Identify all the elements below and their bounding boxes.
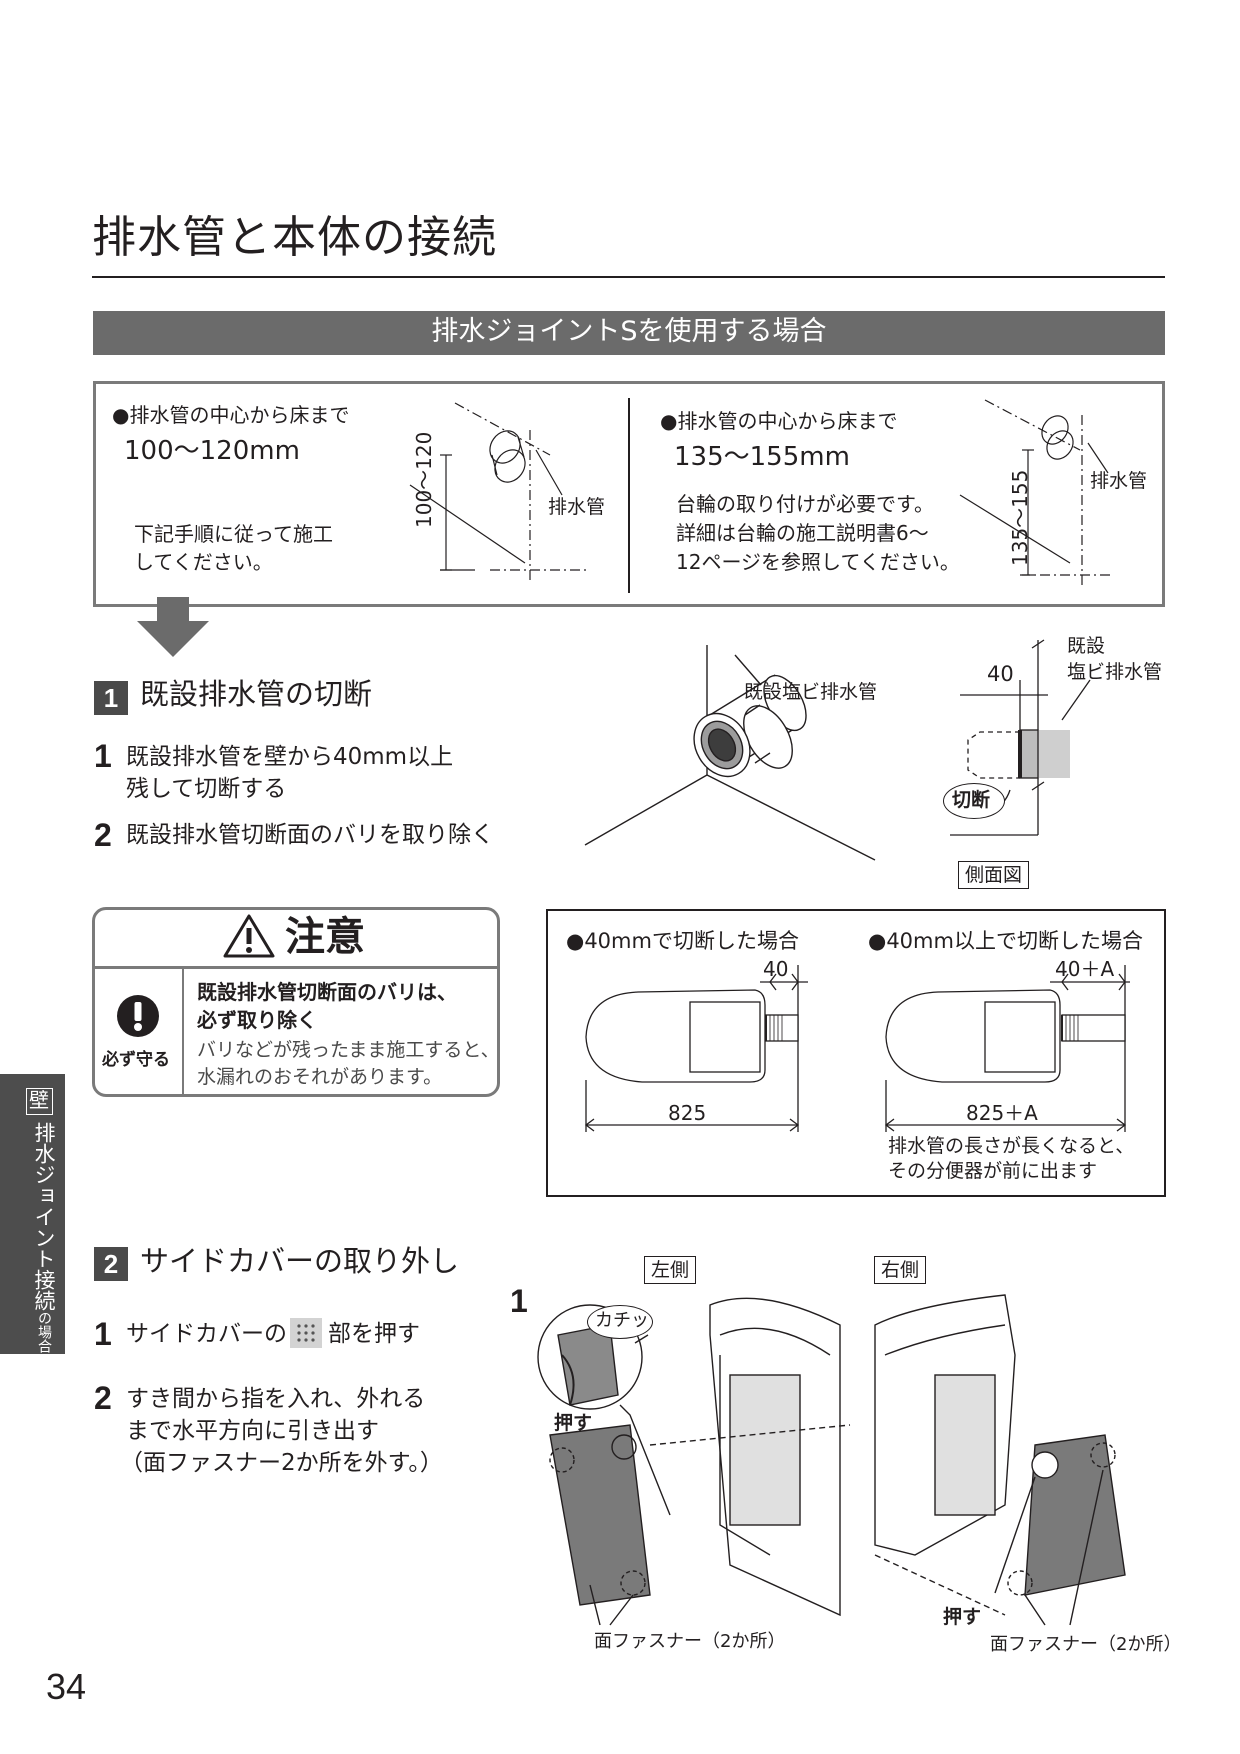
cases-box <box>93 381 1165 607</box>
step1-item2-num: 2 <box>94 817 112 853</box>
caution-header-divider <box>95 966 497 969</box>
side-view-figure <box>950 639 1091 836</box>
caution-bold-2: 必ず取り除く <box>197 1008 317 1032</box>
case-right-range: 135〜155mm <box>674 442 850 472</box>
fastener-left-label: 面ファスナー（2か所） <box>594 1631 786 1652</box>
existing-pipe-label: 既設塩ビ排水管 <box>744 681 878 703</box>
cut-label: 切断 <box>952 789 991 811</box>
page-number: 34 <box>46 1666 87 1707</box>
side-tab <box>0 1074 65 1354</box>
cut-label-bubble <box>943 783 1005 819</box>
caution-title: 注意 <box>285 914 365 960</box>
cases-divider <box>628 398 630 593</box>
side-tab-box-char: 壁 <box>29 1088 49 1112</box>
compare-left-title: ●40mmで切断した場合 <box>566 929 799 953</box>
caution-bold-1: 既設排水管切断面のバリは、 <box>197 980 457 1004</box>
side-view-dim: 40 <box>987 662 1014 686</box>
step2-title: サイドカバーの取り外し <box>140 1244 460 1278</box>
section-banner-text: 排水ジョイントSを使用する場合 <box>431 316 827 347</box>
case-right-label: ●排水管の中心から床まで <box>660 409 898 433</box>
side-tab-main-text: 排水ジョイント接続 <box>32 1122 56 1311</box>
step1-item1-line1: 既設排水管を壁から40mm以上 <box>126 744 454 770</box>
case-left-label: ●排水管の中心から床まで <box>112 403 350 427</box>
fastener-right-label: 面ファスナー（2か所） <box>990 1634 1182 1655</box>
caution-box <box>92 907 500 1097</box>
case-left-pipe-label: 排水管 <box>548 496 606 518</box>
step2-badge: 2 <box>94 1247 128 1281</box>
step1-item1-num: 1 <box>94 738 112 774</box>
step1-item1-line2: 残して切断する <box>126 776 287 802</box>
compare-right-title: ●40mm以上で切断した場合 <box>868 929 1143 953</box>
side-cover-left-figure <box>537 1297 851 1626</box>
compare-note-2: その分便器が前に出ます <box>888 1160 1098 1182</box>
existing-pipe-figure <box>584 645 876 861</box>
step1-title: 既設排水管の切断 <box>140 677 373 711</box>
side-view-label: 側面図 <box>958 861 1030 889</box>
case-left-note-1: 下記手順に従って施工 <box>134 522 333 546</box>
compare-left-dim-top: 40 <box>763 957 789 981</box>
case-left-note-2: してください。 <box>134 550 273 574</box>
warning-triangle-icon <box>223 914 275 958</box>
step2-item2-num: 2 <box>94 1380 112 1416</box>
toilet-figure-left <box>584 965 808 1132</box>
caution-col-divider <box>182 969 184 1094</box>
step2-item2-line1: すき間から指を入れ、外れる <box>126 1386 426 1412</box>
side-cover-right-figure <box>874 1294 1126 1626</box>
case-right-note-3: 12ページを参照してください。 <box>676 550 960 574</box>
mandatory-icon <box>117 995 159 1037</box>
section-banner <box>93 311 1165 355</box>
step2-item1-suffix: 部を押す <box>328 1321 420 1347</box>
step2-item2-line2: まで水平方向に引き出す <box>126 1418 379 1444</box>
case-right-dim: 135〜155 <box>1008 469 1032 566</box>
side-tab-small-text: の場合 <box>36 1311 52 1353</box>
right-side-tag: 右側 <box>874 1256 927 1284</box>
step1-badge: 1 <box>94 681 128 715</box>
side-tab-text: 排水ジョイント接続の場合 <box>27 1122 56 1353</box>
compare-note-1: 排水管の長さが長くなると、 <box>888 1135 1135 1157</box>
compare-right-dim-top: 40＋A <box>1055 957 1115 981</box>
pipe-diagram-left <box>409 402 590 580</box>
click-sound-bubble <box>587 1305 653 1339</box>
case-right-pipe-label: 排水管 <box>1090 470 1148 492</box>
step2-figure-marker: 1 <box>510 1283 528 1319</box>
pipe-diagram-right <box>959 399 1110 585</box>
click-sound-label: カチッ <box>595 1310 649 1331</box>
case-right-note-1: 台輪の取り付けが必要です。 <box>676 492 934 516</box>
compare-right-dim-bottom: 825＋A <box>966 1101 1038 1125</box>
step2-item1-num: 1 <box>94 1316 112 1352</box>
caution-line-1: バリなどが残ったまま施工すると、 <box>197 1039 500 1061</box>
toilet-figure-right <box>884 965 1130 1132</box>
case-right-note-2: 詳細は台輪の施工説明書6〜 <box>676 521 929 545</box>
press-left-label: 押す <box>554 1412 593 1434</box>
caution-icon-label: 必ず守る <box>102 1050 170 1070</box>
step2-item1-prefix: サイドカバーの <box>126 1321 287 1347</box>
existing-label-1: 既設 <box>1067 635 1106 657</box>
down-arrow-icon <box>137 597 209 657</box>
compare-left-dim-bottom: 825 <box>668 1101 707 1125</box>
press-right-label: 押す <box>943 1606 982 1628</box>
case-left-range: 100〜120mm <box>124 436 300 466</box>
step2-item2-line3: （面ファスナー2か所を外す。） <box>120 1450 443 1476</box>
caution-line-2: 水漏れのおそれがあります。 <box>197 1066 443 1088</box>
title-rule <box>92 276 1165 278</box>
side-tab-box <box>26 1088 53 1115</box>
page-title: 排水管と本体の接続 <box>92 212 497 263</box>
compare-box <box>546 909 1166 1197</box>
left-side-tag: 左側 <box>644 1256 697 1284</box>
step1-item2-line1: 既設排水管切断面のバリを取り除く <box>126 822 494 848</box>
existing-label-2: 塩ビ排水管 <box>1067 661 1163 683</box>
case-left-dim: 100〜120 <box>412 431 436 528</box>
press-area-icon <box>290 1318 322 1348</box>
